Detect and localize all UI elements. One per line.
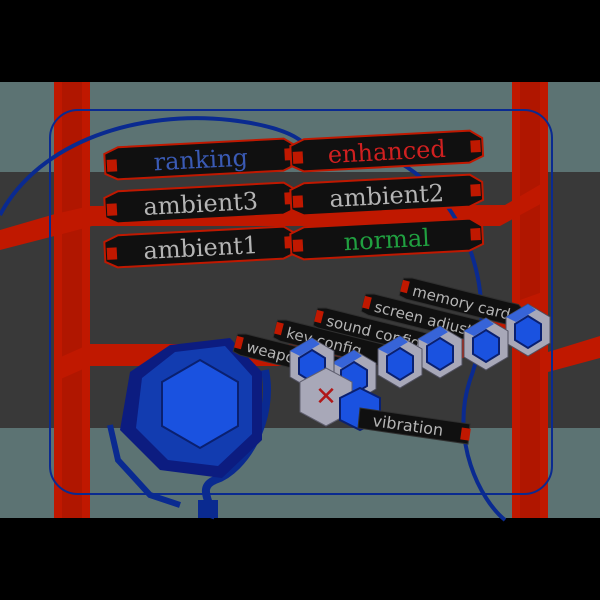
sound-option-label: normal [343,224,430,256]
hexagon-socket-icon [417,325,463,379]
sound-option-label: ambient3 [143,187,259,221]
sound-option-label: ambient1 [143,231,259,265]
sound-option-enhanced[interactable]: enhanced [289,129,485,173]
hexagon-controller-icon [107,338,262,518]
sound-option-label: ambient2 [329,179,445,213]
hexagon-socket-icon [463,317,509,371]
hexagon-socket-icon [377,335,423,389]
sound-option-ranking[interactable]: ranking [103,137,299,181]
x-mark-icon: ✕ [315,382,337,412]
right-lower-diagonal [548,336,600,372]
sound-option-label: ranking [153,144,249,177]
sound-option-normal[interactable]: normal [289,217,485,261]
left-pillar-shadow [62,82,82,518]
menu-frame-outline [49,109,553,495]
sound-option-ambient2[interactable]: ambient2 [289,173,485,217]
bottom-gray-band [0,428,600,518]
vibration-button[interactable]: ✕ vibration [299,367,471,445]
hexagon-socket-icon [505,303,551,357]
sound-option-label: enhanced [327,135,446,169]
